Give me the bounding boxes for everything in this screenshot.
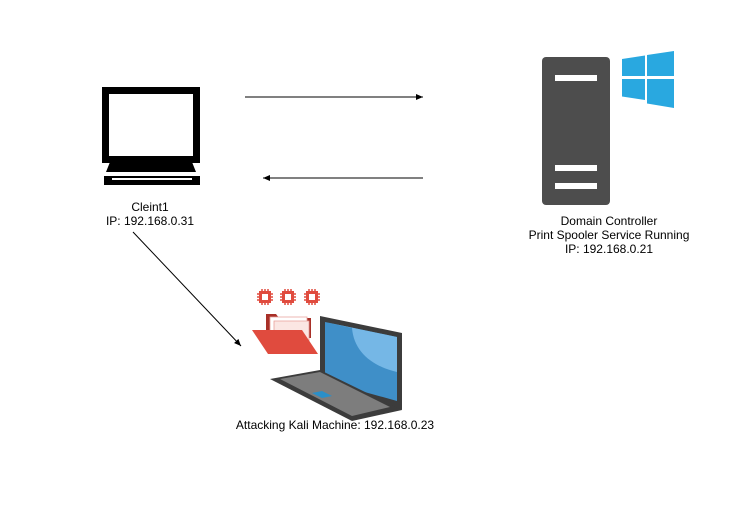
chip-icon xyxy=(304,289,320,305)
windows-logo-icon xyxy=(622,51,674,108)
client-label: Cleint1 IP: 192.168.0.31 xyxy=(90,200,210,228)
domain-controller-title: Domain Controller xyxy=(560,214,658,228)
laptop-icon xyxy=(270,316,402,421)
domain-controller-ip: IP: 192.168.0.21 xyxy=(564,242,654,256)
monitor-icon xyxy=(102,87,200,185)
edge-client-to-attacker xyxy=(132,231,242,347)
chip-icon xyxy=(257,289,273,305)
server-tower-icon xyxy=(542,57,610,205)
attacker-label: Attacking Kali Machine: 192.168.0.23 xyxy=(210,418,460,432)
domain-controller-service: Print Spooler Service Running xyxy=(528,228,690,242)
client-ip: IP: 192.168.0.31 xyxy=(105,214,195,228)
client-name: Cleint1 xyxy=(131,200,169,214)
chip-icon xyxy=(280,289,296,305)
domain-controller-label: Domain Controller Print Spooler Service … xyxy=(504,214,714,256)
attacker-text: Attacking Kali Machine: 192.168.0.23 xyxy=(235,418,435,432)
folder-icon xyxy=(252,314,318,354)
